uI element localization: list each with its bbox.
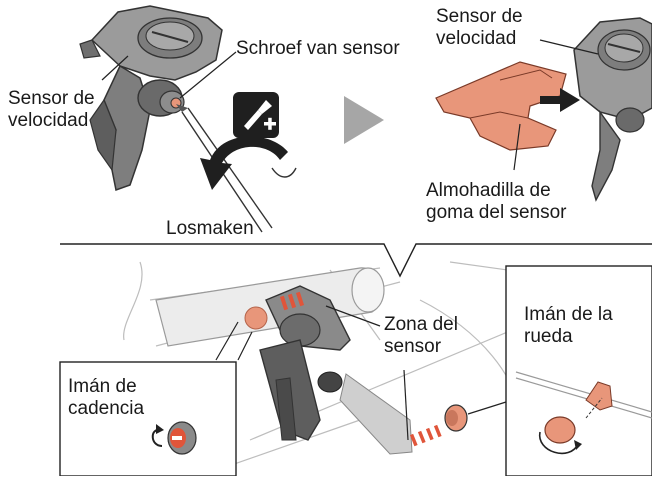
cadence-magnet-detail [151,421,197,455]
wheel-magnet-detail [515,371,652,455]
label-sensor-zone: Zona del sensor [384,314,458,357]
divider-callout [60,243,652,278]
label-wheel-magnet: Imán de la rueda [524,304,613,347]
sensor-zone-marks [279,291,442,447]
leader-lines-bottom [215,305,507,441]
label-sensor-screw: Schroef van sensor [236,38,400,59]
label-loosen: Losmaken [166,218,254,239]
loosen-arrow-icon [200,136,297,190]
leader-lines-top [101,39,599,171]
cadence-magnet-marker [244,306,268,330]
speed-sensor-left-illustration [79,5,223,191]
cadence-magnet-inset [59,361,237,477]
rubber-pad-illustration [435,61,567,151]
wheel-magnet-marker [444,404,468,432]
screwdriver-plus-icon [233,92,279,138]
speed-sensor-right-illustration [573,17,652,202]
label-rubber-pad: Almohadilla de goma del sensor [426,180,567,223]
label-speed-sensor-left: Sensor de velocidad [8,88,95,131]
installed-sensor-illustration [259,285,413,455]
triangle-right-arrow-icon [344,96,384,144]
wheel-magnet-inset [505,265,652,477]
arrow-right-icon [540,88,580,112]
label-speed-sensor-right: Sensor de velocidad [436,6,523,49]
label-cadence-magnet: Imán de cadencia [68,376,145,419]
